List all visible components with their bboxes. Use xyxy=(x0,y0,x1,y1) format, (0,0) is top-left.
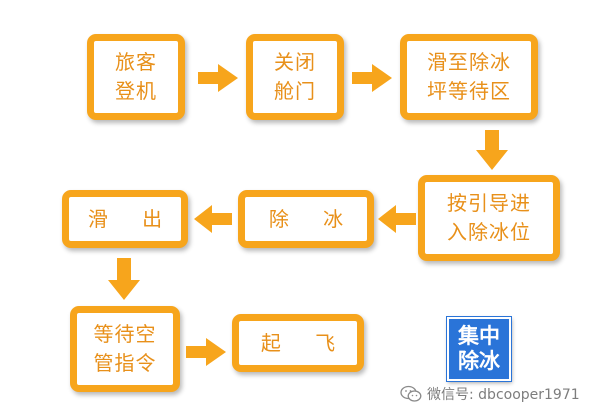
step-takeoff: 起 飞 xyxy=(232,314,364,372)
step-guided-to-deicing-position: 按引导进 入除冰位 xyxy=(418,175,560,261)
step-taxi-to-deicing-pad: 滑至除冰 坪等待区 xyxy=(400,34,538,120)
wechat-icon xyxy=(400,385,422,402)
step-deicing: 除 冰 xyxy=(238,190,374,248)
step-boarding: 旅客 登机 xyxy=(87,34,185,120)
centralized-deicing-badge: 集中 除冰 xyxy=(447,317,511,381)
arrow-right-icon xyxy=(186,338,226,366)
watermark-text: 微信号: dbcooper1971 xyxy=(427,387,580,403)
step-taxi-out: 滑 出 xyxy=(62,190,188,248)
arrow-left-icon xyxy=(378,205,416,233)
arrow-right-icon xyxy=(352,64,392,92)
arrow-right-icon xyxy=(198,64,238,92)
watermark: 微信号: dbcooper1971 xyxy=(400,381,580,407)
step-wait-atc: 等待空 管指令 xyxy=(70,306,180,392)
arrow-left-icon xyxy=(194,205,232,233)
step-close-door: 关闭 舱门 xyxy=(246,34,344,120)
arrow-down-icon xyxy=(476,130,508,170)
arrow-down-icon xyxy=(108,258,140,300)
